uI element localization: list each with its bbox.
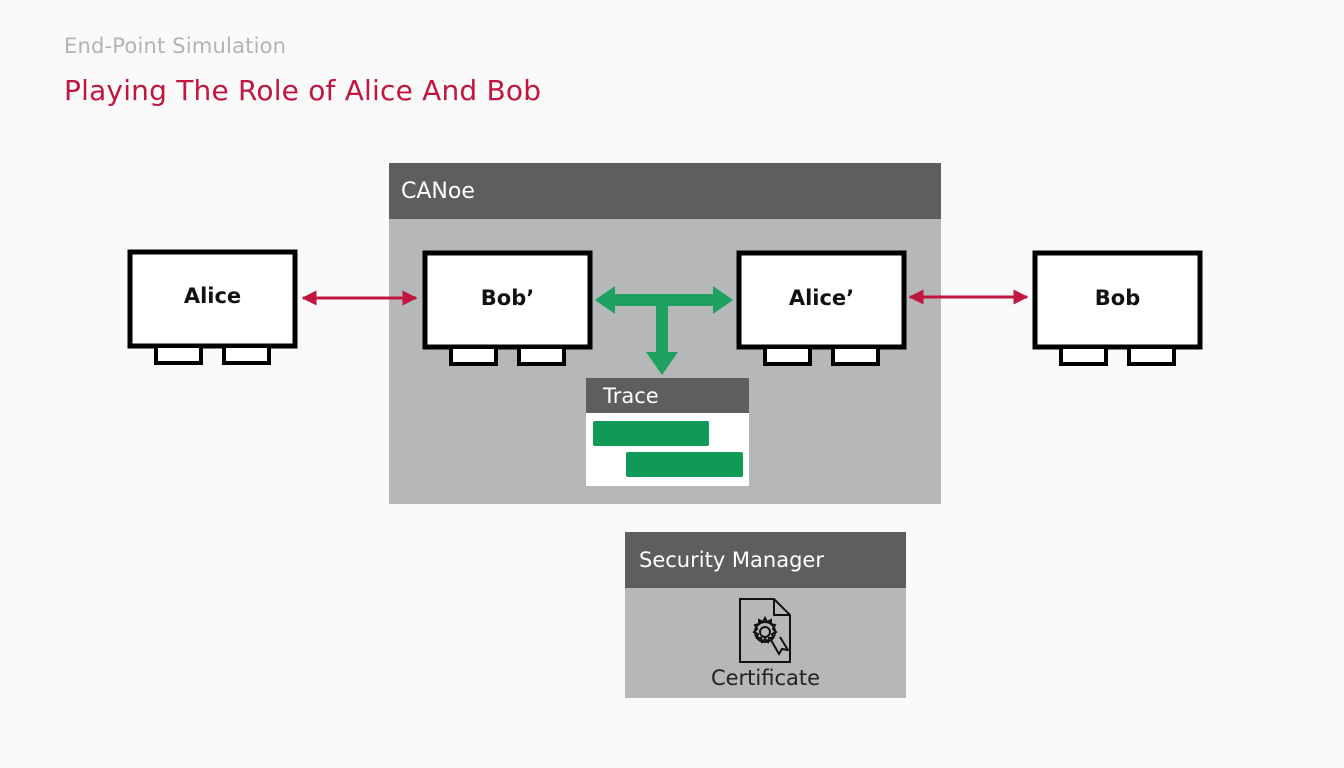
- ecu-bob: [1032, 250, 1203, 366]
- canoe-header: CANoe: [389, 163, 941, 219]
- ecu-alice: [127, 249, 298, 365]
- slide-title: Playing The Role of Alice And Bob: [64, 74, 542, 107]
- certificate-label: Certificate: [710, 666, 821, 690]
- trace-message-bar: [626, 452, 743, 477]
- ecu-alice-simulated: [736, 250, 907, 366]
- ecu-bob-simulated: [422, 250, 593, 366]
- alice-label: Alice: [183, 284, 242, 308]
- bob-label: Bob: [1094, 286, 1141, 310]
- bob-sim-label: Bob’: [480, 286, 535, 310]
- alice-sim-label: Alice’: [788, 286, 855, 310]
- slide-subtitle: End-Point Simulation: [64, 34, 287, 58]
- green-routing-arrow: [595, 286, 733, 375]
- security-manager-header: Security Manager: [625, 532, 906, 588]
- trace-message-bar: [593, 421, 709, 446]
- trace-header: Trace: [586, 378, 749, 413]
- trace-window: Trace: [586, 378, 749, 486]
- certificate-icon: [739, 598, 791, 663]
